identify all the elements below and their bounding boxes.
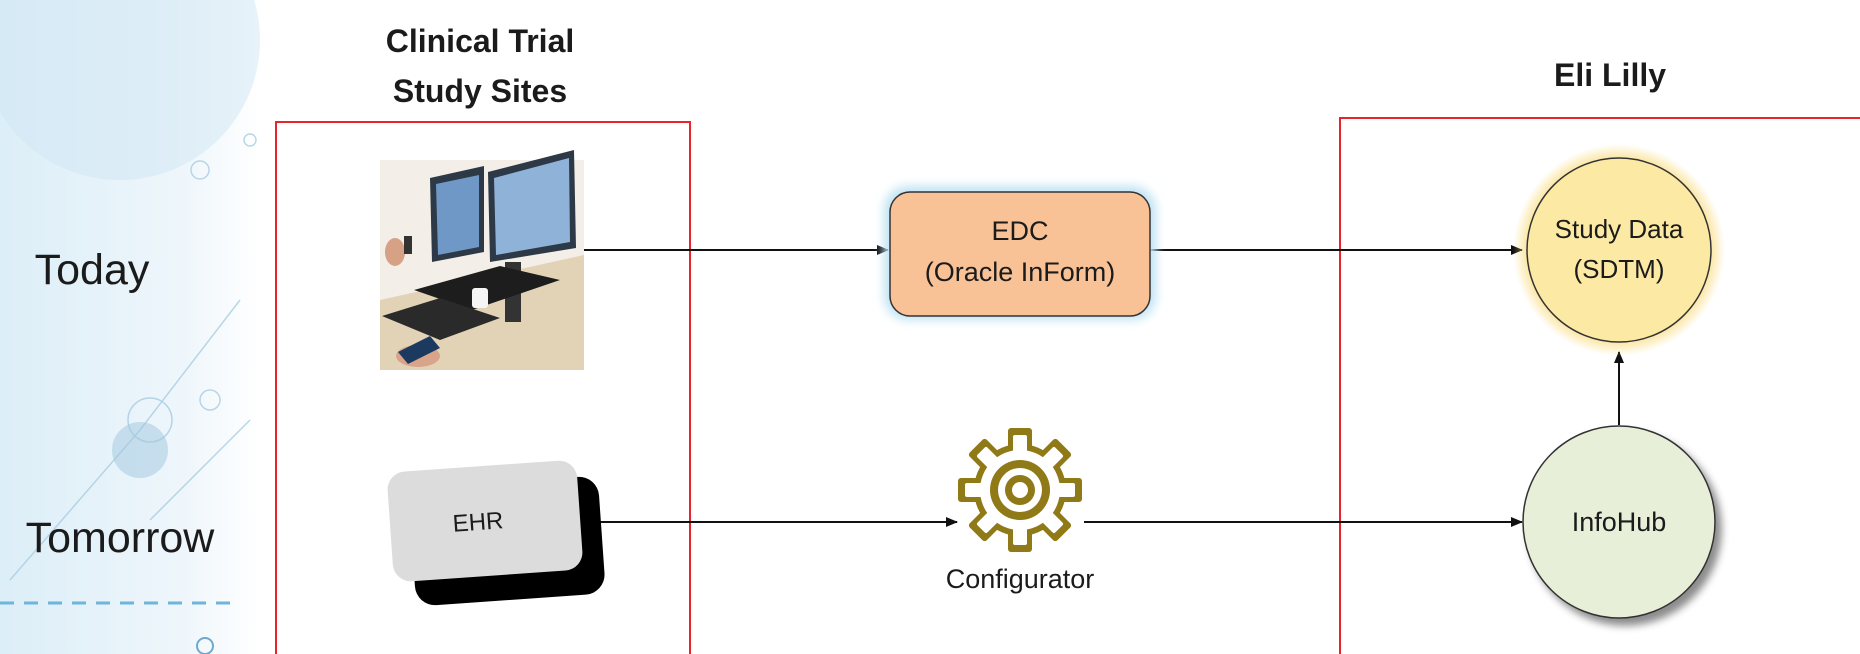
eli-lilly-frame [1339, 117, 1860, 654]
configurator-node: Configurator [946, 428, 1095, 594]
infohub-node: InfoHub [1522, 425, 1716, 619]
study-sites-title-line1: Clinical Trial [386, 23, 575, 59]
edc-label-line2: (Oracle InForm) [925, 257, 1116, 287]
study-data-label-line2: (SDTM) [1574, 254, 1665, 284]
edc-label-line1: EDC [991, 216, 1048, 246]
ehr-card: EHR [387, 460, 605, 606]
connectors [584, 245, 1624, 527]
configurator-label: Configurator [946, 564, 1095, 594]
study-data-node: Study Data (SDTM) [1513, 144, 1725, 356]
gear-icon [958, 428, 1082, 552]
eli-lilly-title: Eli Lilly [1554, 57, 1666, 93]
infohub-label: InfoHub [1572, 507, 1667, 537]
background-panel [0, 0, 260, 654]
ehr-label: EHR [452, 507, 504, 537]
study-sites-frame [275, 121, 691, 654]
workstation-photo [380, 150, 584, 370]
edc-node: EDC (Oracle InForm) [884, 186, 1156, 320]
study-sites-title-line2: Study Sites [393, 73, 567, 109]
study-data-label-line1: Study Data [1555, 214, 1684, 244]
row-label-today: Today [35, 246, 150, 294]
row-label-tomorrow: Tomorrow [26, 514, 216, 562]
